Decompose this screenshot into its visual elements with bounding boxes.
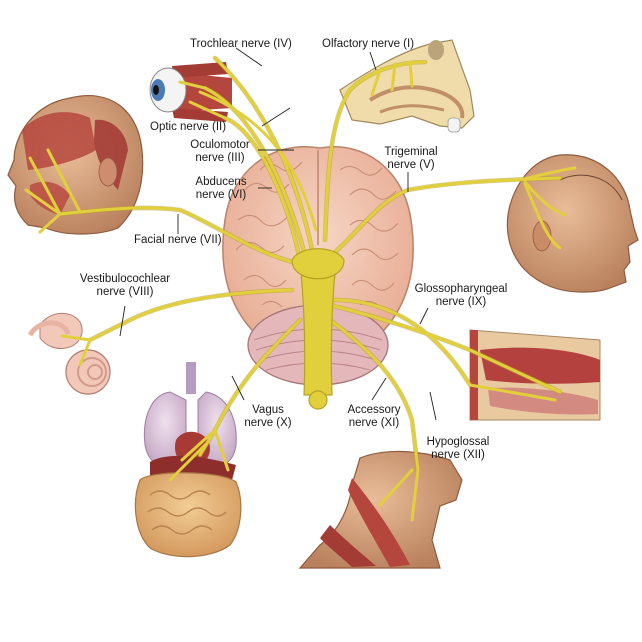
label-hypoglossal: Hypoglossal nerve (XII) bbox=[418, 436, 498, 462]
label-accessory-line1: Accessory bbox=[347, 404, 401, 416]
label-trigeminal: Trigeminal nerve (V) bbox=[374, 146, 448, 172]
label-hypoglossal-line2: nerve (XII) bbox=[431, 449, 485, 461]
label-vagus-line1: Vagus bbox=[252, 404, 284, 416]
label-glossopharyngeal-line2: nerve (IX) bbox=[435, 296, 487, 308]
label-oculomotor-line1: Oculomotor bbox=[190, 139, 250, 151]
label-accessory: Accessory nerve (XI) bbox=[338, 404, 410, 430]
label-vagus: Vagus nerve (X) bbox=[238, 404, 298, 430]
nasal-cavity bbox=[339, 39, 475, 133]
mouth-tongue bbox=[469, 329, 601, 421]
label-hypoglossal-line1: Hypoglossal bbox=[426, 436, 490, 448]
label-trigeminal-line1: Trigeminal bbox=[384, 146, 438, 158]
label-oculomotor-line2: nerve (III) bbox=[195, 152, 245, 164]
neck-muscles bbox=[298, 450, 463, 569]
label-vagus-line2: nerve (X) bbox=[244, 417, 292, 429]
label-olfactory: Olfactory nerve (I) bbox=[322, 38, 415, 50]
label-trochlear: Trochlear nerve (IV) bbox=[190, 38, 292, 50]
label-vestibulocochlear-line2: nerve (VIII) bbox=[96, 286, 154, 298]
label-glossopharyngeal-line1: Glossopharyngeal bbox=[414, 283, 508, 295]
label-facial: Facial nerve (VII) bbox=[134, 234, 222, 246]
label-optic: Optic nerve (II) bbox=[150, 121, 227, 133]
label-abducens-line2: nerve (VI) bbox=[195, 189, 247, 201]
eye bbox=[149, 62, 232, 122]
inner-ear bbox=[27, 312, 111, 395]
label-vestibulocochlear: Vestibulocochlear nerve (VIII) bbox=[68, 273, 182, 299]
label-vestibulocochlear-line1: Vestibulocochlear bbox=[79, 273, 171, 285]
thoracic-abdominal-organs bbox=[134, 362, 242, 558]
nerves bbox=[24, 55, 577, 522]
label-abducens: Abducens nerve (VI) bbox=[186, 176, 256, 202]
label-trigeminal-line2: nerve (V) bbox=[387, 159, 435, 171]
label-accessory-line2: nerve (XI) bbox=[348, 417, 400, 429]
label-glossopharyngeal: Glossopharyngeal nerve (IX) bbox=[406, 283, 516, 309]
label-abducens-line1: Abducens bbox=[195, 176, 247, 188]
leader-lines bbox=[119, 47, 437, 421]
head-trigeminal bbox=[506, 154, 639, 293]
label-oculomotor: Oculomotor nerve (III) bbox=[178, 139, 262, 165]
